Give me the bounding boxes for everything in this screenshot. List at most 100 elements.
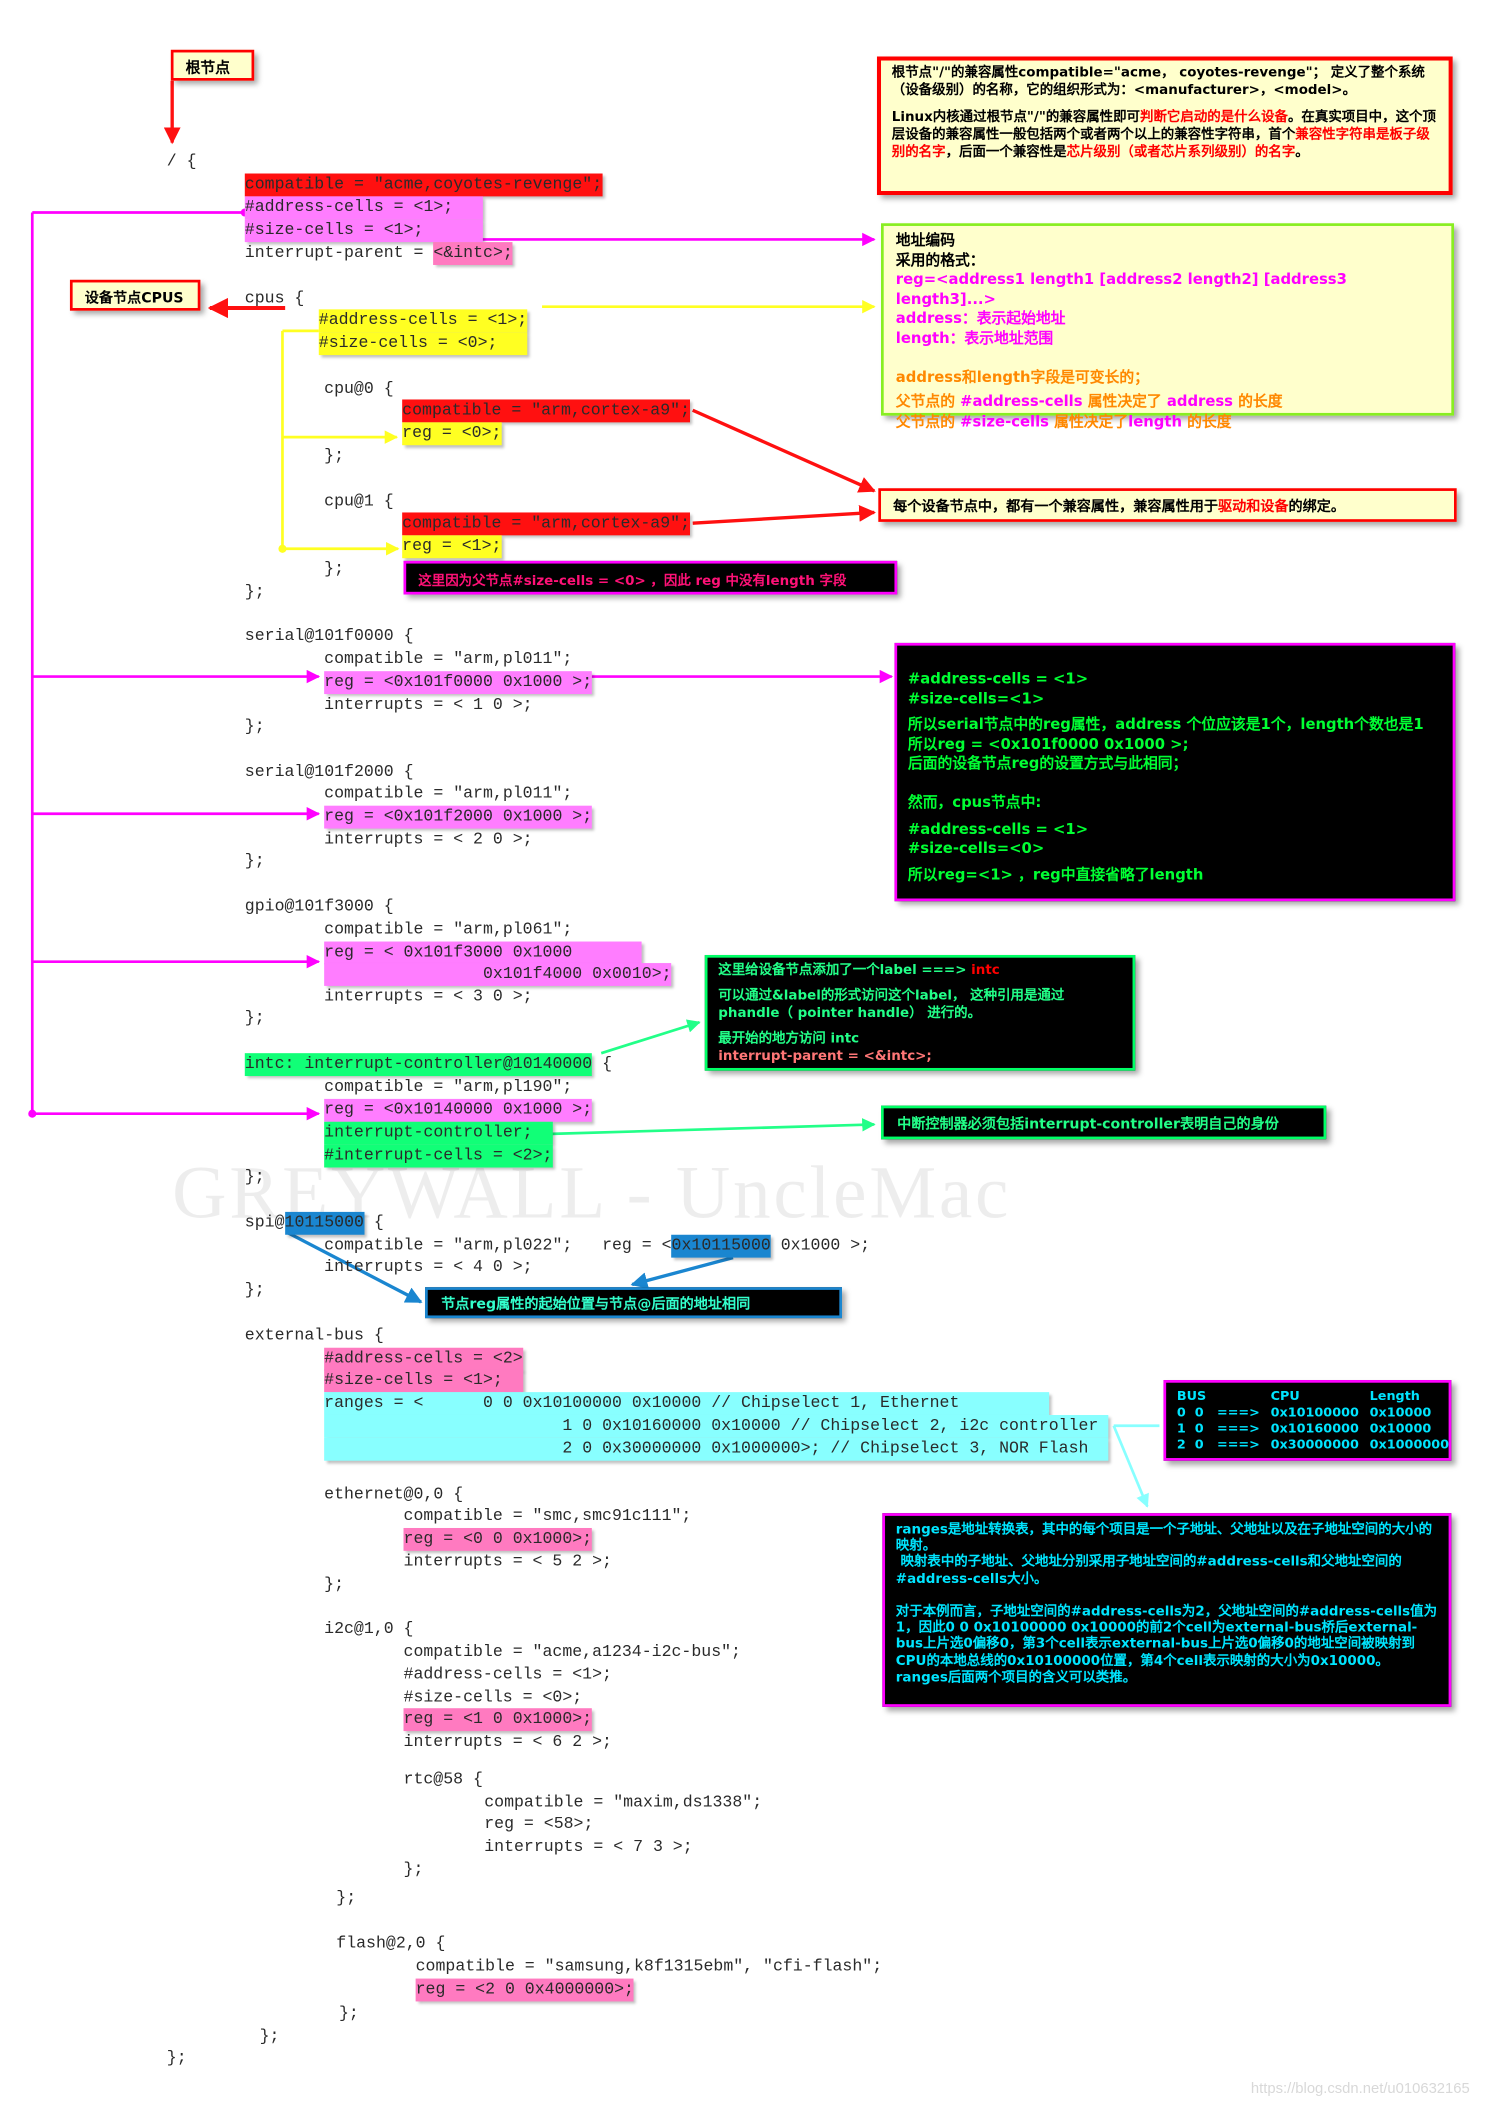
code-text: external-bus { [244, 1325, 384, 1345]
note-text: 。在真实项目中，这个顶层设备的兼容属性一般包括两个或者两个以上的兼容性字符串，首… [891, 110, 1436, 143]
bus-table-cell: 0x10100000 [1270, 1405, 1359, 1421]
code-line: interrupts = < 5 2 >; [404, 1550, 612, 1573]
code-line: external-bus { [245, 1324, 384, 1347]
note-line: 根节点 [186, 56, 252, 78]
note-text: 后面的设备节点reg的设置方式与此相同； [907, 754, 1188, 773]
highlighted-code: 10115000 [284, 1211, 364, 1235]
code-line: cpu@1 { [324, 490, 393, 513]
code-line: compatible = "arm,cortex-a9"; [402, 511, 691, 535]
size-cells-zero-note: 这里因为父节点#size-cells = <0> ，因此 reg 中没有leng… [403, 560, 898, 595]
highlighted-code: 1 0 0x10160000 0x10000 // Chipselect 2, … [324, 1414, 1109, 1438]
code-line: reg = <58>; [484, 1812, 593, 1835]
code-line: i2c@1,0 { [324, 1617, 413, 1640]
highlighted-code: reg = <0x101f0000 0x1000 >; [324, 670, 593, 694]
interrupt-controller-arrow [551, 1118, 876, 1136]
code-line: interrupts = < 7 3 >; [484, 1835, 692, 1858]
code-line: compatible = "arm,pl190"; [324, 1075, 572, 1098]
code-line: }; [324, 558, 344, 581]
code-line: }; [324, 445, 344, 468]
code-line: compatible = "acme,a1234-i2c-bus"; [404, 1640, 741, 1663]
code-line: interrupt-controller; [324, 1121, 553, 1144]
highlighted-code: 0x101f4000 0x0010>; [324, 962, 672, 986]
code-text: interrupts = < 1 0 >; [324, 694, 533, 714]
root-node-label: 根节点 [170, 49, 255, 81]
code-text: }; [244, 1279, 265, 1299]
highlighted-code: #address-cells = <2> [324, 1347, 523, 1370]
highlighted-code: reg = <0x101f2000 0x1000 >; [324, 805, 593, 828]
code-line: interrupts = < 3 0 >; [324, 985, 532, 1008]
note-text: interrupt-parent = <&intc>; [718, 1049, 932, 1064]
serial-reg-note: #address-cells = <1>#size-cells=<1>所以ser… [894, 642, 1456, 902]
code-line: #address-cells = <1>; [404, 1663, 612, 1686]
code-line: }; [245, 1278, 265, 1301]
note-text: 所以reg = <0x101f0000 0x1000 >; [907, 735, 1189, 753]
code-line: }; [245, 1007, 265, 1030]
note-text: ranges是地址转换表，其中的每个项目是一个子地址、父地址以及在子地址空间的大… [895, 1522, 1433, 1554]
code-line: #size-cells = <1>; [244, 218, 484, 242]
note-text: 根节点"/"的兼容属性compatible="acme， coyotes-rev… [891, 65, 1425, 99]
note-line: 对于本例而言，子地址空间的#address-cells为2，父地址空间的#add… [896, 1605, 1438, 1687]
highlighted-code: 0x10115000 [671, 1234, 771, 1257]
code-text: compatible = "acme,a1234-i2c-bus"; [403, 1641, 741, 1661]
code-line: compatible = "arm,cortex-a9"; [402, 398, 691, 422]
code-line: compatible = "arm,pl011"; [324, 782, 572, 805]
note-line: 中断控制器必须包括interrupt-controller表明自己的身份 [897, 1114, 1310, 1134]
note-text: 兼容性字符串是板子级别的名字 [891, 127, 1430, 161]
code-line: serial@101f2000 { [245, 761, 414, 784]
code-text: ethernet@0,0 { [324, 1484, 464, 1504]
code-text: interrupts = < 3 0 >; [324, 986, 533, 1006]
note-text: 每个设备节点中，都有一个兼容属性，兼容属性用于 [893, 499, 1218, 516]
code-text: compatible = "smc,smc91c111"; [403, 1505, 692, 1525]
note-text: ，后面一个兼容性是 [945, 145, 1067, 161]
highlighted-code: #address-cells = <1>; [318, 308, 528, 332]
highlighted-code: compatible = "arm,cortex-a9"; [402, 398, 691, 422]
highlighted-code: 2 0 0x30000000 0x1000000>; // Chipselect… [324, 1437, 1109, 1461]
source-url: https://blog.csdn.net/u010632165 [1250, 2080, 1470, 2097]
bus-table-cell: 2 0 [1176, 1437, 1204, 1453]
note-line [908, 774, 1442, 794]
code-text: serial@101f2000 { [244, 761, 414, 781]
note-text: 这里因为父节点#size-cells = <0> ，因此 reg 中没有leng… [418, 574, 847, 590]
code-line: #size-cells = <0>; [318, 331, 528, 355]
spi-reg-note: 节点reg属性的起始位置与节点@后面的地址相同 [425, 1287, 843, 1319]
highlighted-code: #size-cells = <1>; [244, 218, 484, 242]
note-line: 映射表中的子地址、父地址分别采用子地址空间的#address-cells和父地址… [896, 1555, 1438, 1588]
note-text: 设备节点CPUS [84, 290, 184, 307]
code-text: i2c@1,0 { [324, 1618, 414, 1638]
bus-table-cell: 0 0 [1176, 1405, 1204, 1421]
note-text: 然而，cpus节点中: [907, 793, 1042, 812]
spi-reg-address-arrow [630, 1255, 734, 1289]
code-line: reg = <1>; [402, 534, 502, 558]
note-text: 驱动和设备 [1217, 499, 1289, 516]
code-text: rtc@58 { [403, 1769, 483, 1789]
code-text: cpu@0 { [324, 378, 394, 398]
highlighted-code: reg = <0>; [402, 421, 502, 445]
code-line: }; [339, 2002, 359, 2025]
code-line: }; [245, 580, 265, 603]
code-line: reg = <0x101f0000 0x1000 >; [324, 670, 593, 694]
note-text: 属性决定了 [1048, 412, 1129, 430]
code-line: reg = <0>; [402, 421, 502, 445]
bus-table-header: BUS [1176, 1389, 1207, 1405]
connector-dot [278, 544, 287, 553]
note-line: #address-cells = <1> [908, 820, 1442, 840]
note-text: length [1128, 412, 1182, 430]
code-line: compatible = "maxim,ds1338"; [484, 1791, 762, 1814]
note-text: length：表示地址范围 [895, 328, 1054, 347]
note-line: 这里给设备节点添加了一个label ===> intc [718, 962, 1122, 980]
reg-format-note: 地址编码采用的格式：reg=<address1 length1 [address… [881, 223, 1454, 430]
note-line: address：表示起始地址 [896, 309, 1439, 329]
note-text: 所以reg=<1> ，reg中直接省略了length [907, 865, 1204, 884]
code-line: 1 0 0x10160000 0x10000 // Chipselect 2, … [324, 1414, 1109, 1438]
code-line: #size-cells = <1>; [324, 1368, 523, 1392]
code-line: }; [167, 2046, 187, 2069]
code-line: reg = <0 0 0x1000>; [403, 1527, 593, 1551]
code-line: cpus { [245, 287, 305, 310]
note-line: 所以reg=<1> ，reg中直接省略了length [908, 866, 1442, 886]
code-line: / { [167, 150, 197, 173]
code-text: }; [336, 1887, 357, 1907]
highlighted-code: compatible = "acme,coyotes-revenge"; [244, 172, 603, 196]
